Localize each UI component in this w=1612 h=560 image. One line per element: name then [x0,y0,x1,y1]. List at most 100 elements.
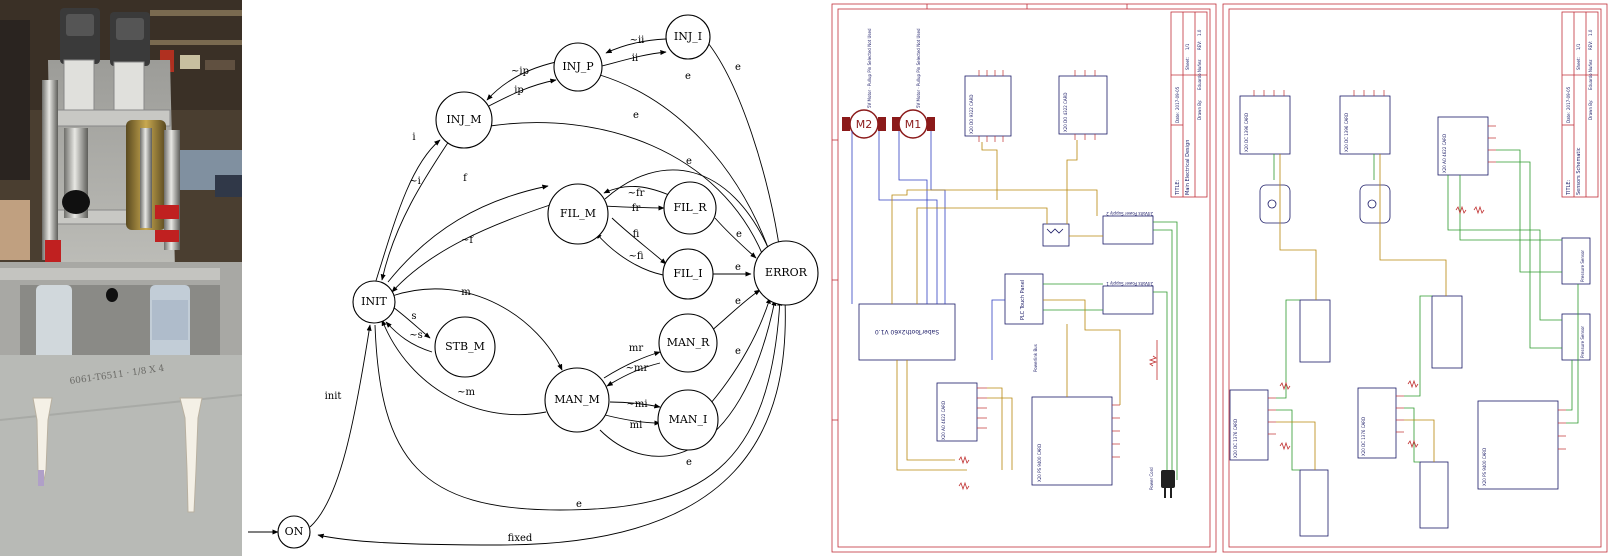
edge-s [392,306,431,339]
edge-not-fi [595,232,664,276]
title-block: TITLE: Main Electrical Design Date: 2017… [1170,11,1208,198]
card-c5: X20 DO 4322 CARD [1058,70,1108,140]
edge-fil-m-error [604,169,771,253]
schematic-frame [831,3,1217,553]
edge-label-mi: mi [630,420,643,431]
resistor-group [1279,205,1485,451]
sensors-schematic: TITLE: Sensors Schematic Date: 2017-09-0… [1220,0,1612,556]
pressure-sensor-a: Pressure Sensor [1561,237,1591,285]
state-stb-m [434,316,496,378]
date-label: Date: [1175,112,1180,123]
resistor-group [958,355,1158,491]
state-inj-i-label: INJ_I [674,30,702,43]
motor-m1-note: 5V Motor · Pullup Pin Selected Not Used [916,28,921,108]
edge-fr [603,205,665,211]
state-init [352,280,396,324]
state-man-m [544,367,610,433]
power-plug: Power Cord [1149,467,1175,498]
pressure-sensor-b: Pressure Sensor [1561,313,1591,361]
svg-text:X20 AO 4622 CARD: X20 AO 4622 CARD [1442,134,1447,173]
svg-text:X20 DC 1376 CARD: X20 DC 1376 CARD [1361,417,1366,456]
svg-text:X20 PS 9400 CARD: X20 PS 9400 CARD [1482,448,1487,486]
edge-not-mi [609,401,661,409]
motor-m1-label: M1 [905,118,922,131]
edge-label-e-inj-p: e [685,71,691,82]
svg-text:SaberTooth2x60 V1.0: SaberTooth2x60 V1.0 [875,328,939,335]
card-c5b: X20 DC 1376 CARD [1229,389,1276,461]
state-init-label: INIT [361,295,387,308]
state-fil-m-label: FIL_M [560,207,596,220]
wires [1273,149,1579,471]
edge-label-not-m: ~m [457,387,475,398]
edge-man-r-error [709,289,761,333]
edge-label-fi: fi [633,229,640,240]
motor-m2: M2 5V Motor · Pullup Pin Selected Not Us… [842,28,886,139]
state-on [277,515,311,549]
state-man-m-label: MAN_M [554,393,600,406]
state-error-label: ERROR [765,266,808,279]
edge-not-ip [486,61,557,101]
card-c8: X20 DC 1396 CARD [1239,90,1291,155]
state-stb-m-label: STB_M [445,340,485,353]
drawn-by-label: Drawn By: [1588,100,1593,120]
sensor-connector-b [1359,184,1391,224]
motor-m2-note: 5V Motor · Pullup Pin Selected Not Used [867,28,872,108]
edge-label-not-ip: ~ip [511,66,529,77]
motor-m2-label: M2 [856,118,873,131]
svg-text:24Volts Power Supply 1: 24Volts Power Supply 1 [1106,281,1153,286]
edge-label-m: m [461,287,471,298]
edge-ii [601,50,667,67]
syringe-pump-photo: 6061-T6511 · 1/8 X 4 [0,0,242,556]
card-c1: X20 PS 9400 CARD [1031,396,1120,486]
svg-text:Pressure Sensor: Pressure Sensor [1580,250,1585,282]
edge-init-error [374,299,783,511]
state-man-r [658,313,718,373]
edge-m [391,288,563,371]
svg-text:X20 AO 4622 CARD: X20 AO 4622 CARD [941,401,946,440]
svg-text:Power Cord: Power Cord [1149,467,1154,490]
state-error [753,240,819,306]
date-label: Date: [1566,112,1571,123]
rev-value: 1.0 [1588,29,1593,36]
edge-label-init: init [325,391,342,402]
edge-init [309,324,372,528]
power-supply-1: 24Volts Power Supply 1 [1102,281,1154,315]
edge-label-not-fi: ~fi [628,251,643,262]
state-man-i-label: MAN_I [669,413,708,426]
svg-text:PLC Touch Panel: PLC Touch Panel [1020,280,1026,320]
rev-label: REV: [1197,41,1202,50]
svg-text:Pressure Sensor: Pressure Sensor [1580,326,1585,358]
svg-text:24Volts Power Supply 2: 24Volts Power Supply 2 [1106,211,1153,216]
edge-label-not-mr: ~mr [626,363,649,374]
title-block: TITLE: Sensors Schematic Date: 2017-09-0… [1561,11,1599,198]
edge-not-i [380,137,452,281]
edge-label-not-fr: ~fr [628,188,645,199]
state-fil-i-label: FIL_I [673,267,702,280]
edge-mr [603,351,661,379]
title-label: TITLE: [1566,179,1572,196]
edge-label-ii: ii [632,53,638,64]
schematic-title: Main Electrical Design [1185,140,1191,195]
edge-fixed [317,299,786,546]
motor-m1: M1 5V Motor · Pullup Pin Selected Not Us… [892,28,935,139]
plc-touch-panel: PLC Touch Panel [1004,273,1044,325]
edge-label-fixed: fixed [508,533,533,544]
edge-not-m [381,319,547,416]
edge-label-e-fil-m: e [686,156,692,167]
state-fil-i [662,248,714,300]
drawn-by-label: Drawn By: [1197,100,1202,120]
powerlink-label: Powerlink Bus [1033,344,1038,372]
edge-label-mr: mr [629,343,643,354]
edge-label-not-mi: ~mi [626,399,647,410]
wires [851,131,1178,480]
edge-inj-i-error [703,37,782,253]
edge-man-i-error [704,297,771,411]
edge-fil-r-error [714,217,757,259]
drawn-by-value: Eduardo Nuñez [1588,59,1593,90]
card-c4: X20 AO 4622 CARD [936,382,987,442]
edge-label-fr: fr [632,203,641,214]
edge-fi [611,217,667,265]
state-fil-r-label: FIL_R [673,201,707,214]
edge-not-ii [605,38,667,54]
state-machine-diagram: ON INIT INJ_M INJ_P INJ_I FIL_M FIL_R FI… [242,0,827,556]
